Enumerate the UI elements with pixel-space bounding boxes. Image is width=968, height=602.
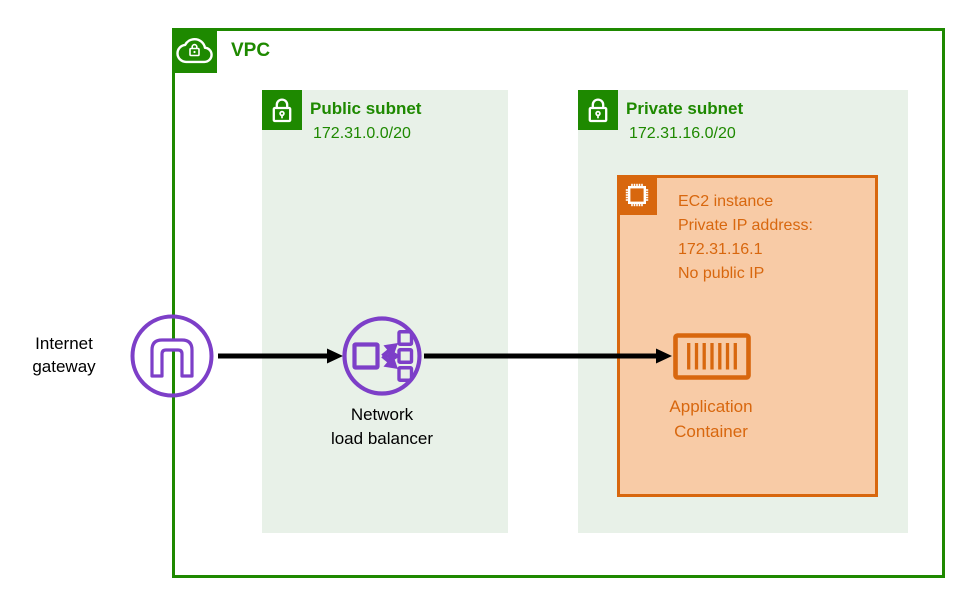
ec2-private-ip-value: 172.31.16.1: [678, 241, 763, 258]
ec2-instance-details: EC2 instance Private IP address: 172.31.…: [678, 190, 813, 286]
ec2-title: EC2 instance: [678, 193, 774, 210]
public-subnet-lock-icon: [262, 90, 302, 130]
vpc-label: VPC: [231, 40, 271, 61]
load-balancer-label: Network load balancer: [330, 405, 434, 448]
ec2-no-public-ip: No public IP: [678, 265, 765, 282]
cpu-chip-icon: [617, 175, 657, 215]
public-subnet-area: [262, 90, 508, 533]
internet-gateway-label: Internet gateway: [32, 334, 96, 376]
application-container-label: Application Container: [669, 397, 753, 441]
public-subnet-name: Public subnet: [310, 99, 422, 118]
private-subnet-lock-icon: [578, 90, 618, 130]
private-subnet-name: Private subnet: [626, 99, 744, 118]
ec2-private-ip-label: Private IP address:: [678, 217, 813, 234]
vpc-cloud-lock-icon: [172, 28, 217, 73]
load-balancer-icon: [342, 316, 422, 401]
private-subnet-cidr: 172.31.16.0/20: [629, 125, 736, 142]
public-subnet-cidr: 172.31.0.0/20: [313, 125, 411, 142]
shipping-container-icon: [672, 332, 752, 386]
vpc-boundary: [172, 28, 945, 578]
public-subnet-labels: Public subnet 172.31.0.0/20: [310, 96, 421, 146]
private-subnet-labels: Private subnet 172.31.16.0/20: [626, 96, 743, 146]
internet-gateway-icon: [130, 314, 214, 403]
